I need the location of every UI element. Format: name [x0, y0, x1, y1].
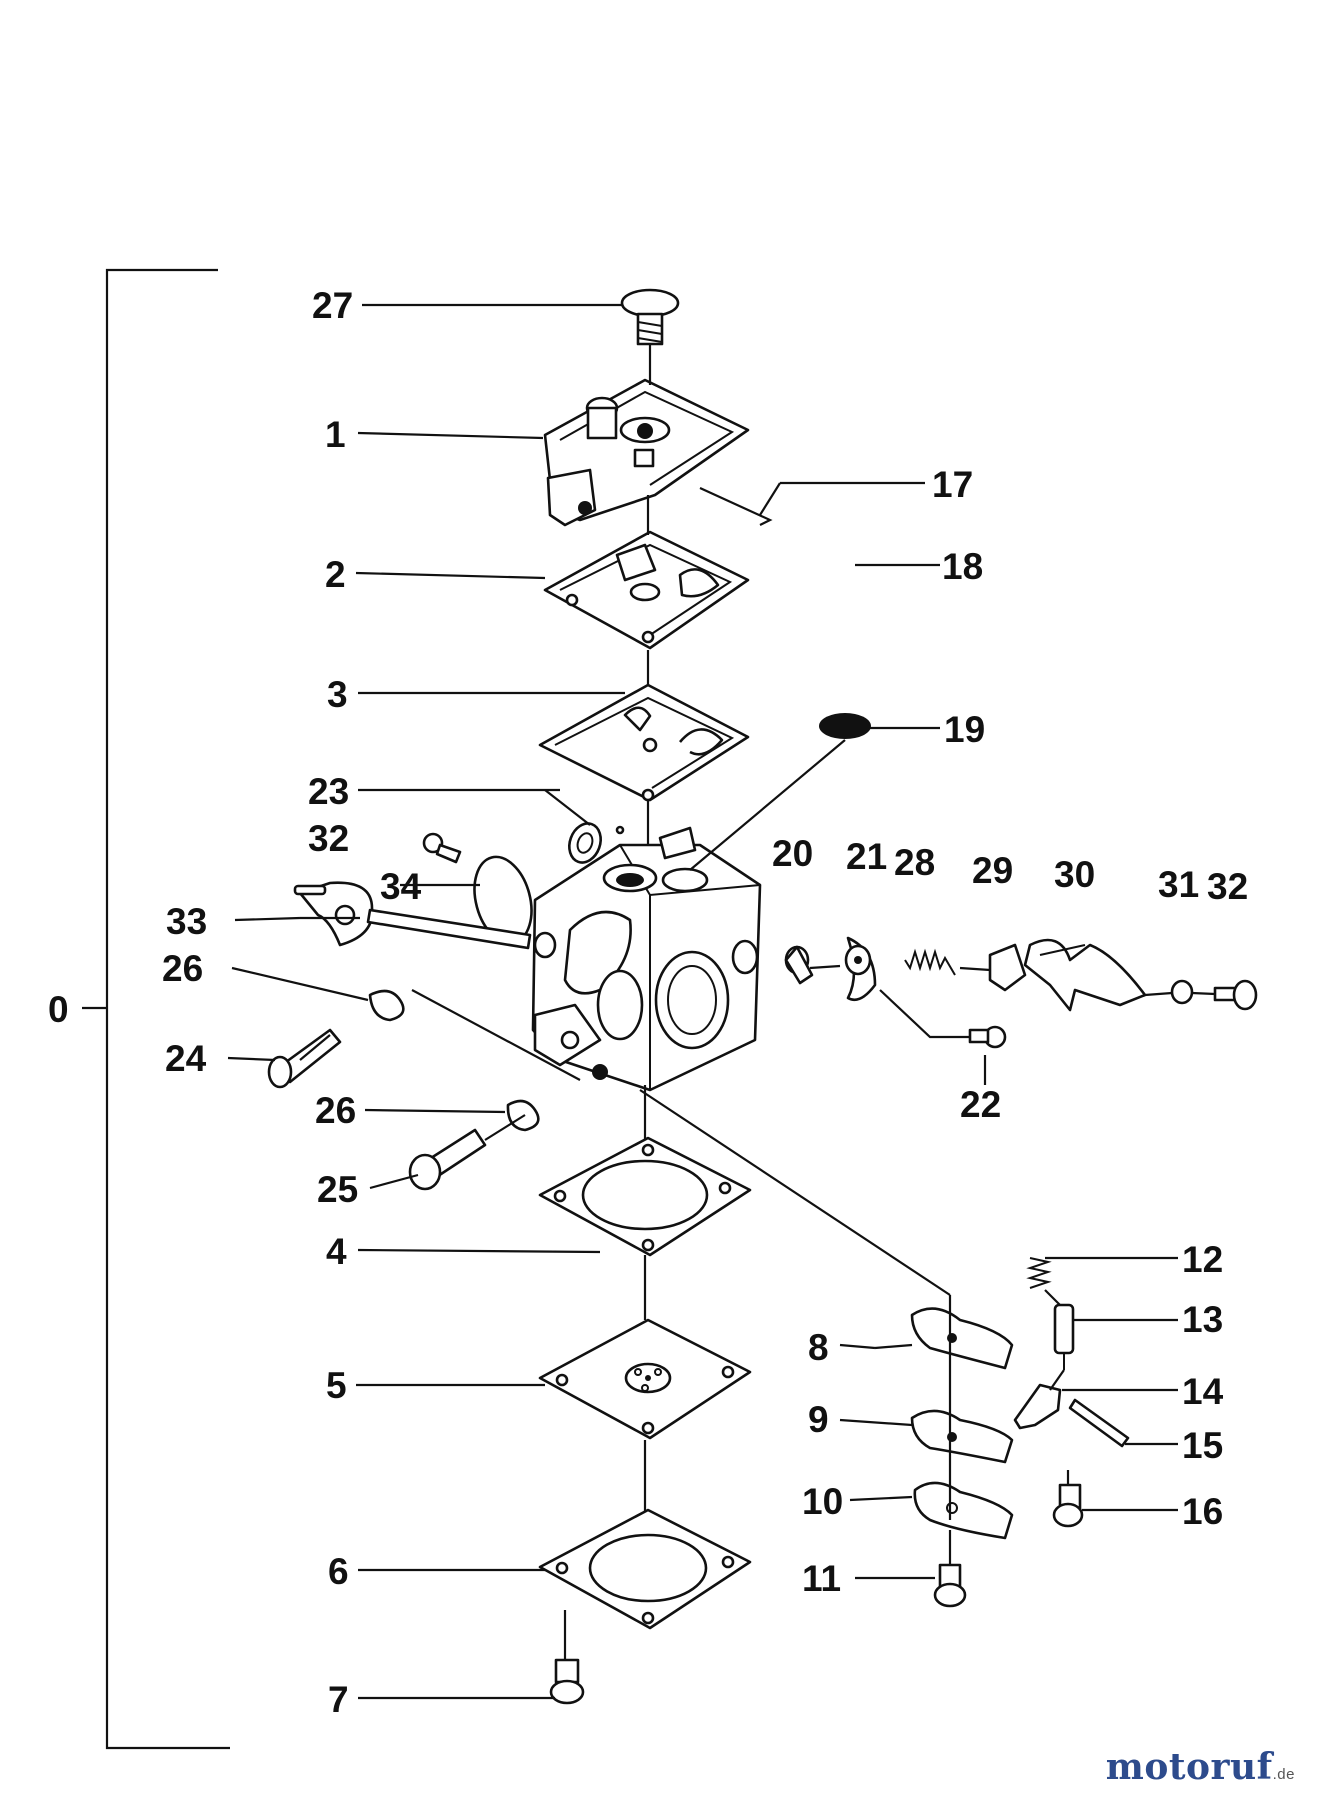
part-31-washer — [1170, 979, 1194, 1005]
label-21: 21 — [846, 836, 887, 877]
label-5: 5 — [326, 1365, 347, 1406]
part-22-screw — [968, 1025, 1007, 1049]
part-labels: 0 27 1 2 3 23 32 34 33 26 24 26 25 4 5 6… — [48, 285, 1248, 1720]
label-34: 34 — [380, 866, 422, 907]
label-6: 6 — [328, 1551, 349, 1592]
label-23: 23 — [308, 771, 349, 812]
carburetor-body — [531, 825, 762, 1092]
label-18: 18 — [942, 546, 983, 587]
label-28: 28 — [894, 842, 935, 883]
part-10-plate — [913, 1481, 1014, 1540]
label-0: 0 — [48, 989, 69, 1030]
part-28-spring — [904, 948, 956, 976]
part-6-cover — [538, 1508, 752, 1630]
part-16-screw — [1052, 1483, 1084, 1528]
part-21-choke-lever — [844, 936, 877, 1002]
part-8-plate — [910, 1307, 1014, 1370]
label-33: 33 — [166, 901, 207, 942]
part-9-plate — [910, 1409, 1014, 1464]
watermark-tld: .de — [1272, 1766, 1295, 1783]
label-8: 8 — [808, 1327, 829, 1368]
label-7: 7 — [328, 1679, 349, 1720]
label-19: 19 — [944, 709, 985, 750]
label-3: 3 — [327, 674, 348, 715]
label-32-right: 32 — [1207, 866, 1248, 907]
label-29: 29 — [972, 850, 1013, 891]
part-27-primer-cap — [620, 288, 680, 346]
label-25: 25 — [317, 1169, 358, 1210]
part-3-plate — [538, 683, 750, 802]
label-26-upper: 26 — [162, 948, 203, 989]
label-17: 17 — [932, 464, 973, 505]
label-22: 22 — [960, 1084, 1001, 1125]
part-19-screen — [819, 713, 871, 739]
label-13: 13 — [1182, 1299, 1223, 1340]
watermark-brand: motoruf — [1105, 1746, 1273, 1788]
label-27: 27 — [312, 285, 353, 326]
label-15: 15 — [1182, 1425, 1223, 1466]
part-13-needle — [1053, 1303, 1075, 1370]
assembly-lines — [299, 345, 1216, 1660]
part-25-adjust-screw — [408, 1128, 487, 1191]
part-15-pin — [1068, 1398, 1130, 1448]
leader-lines — [227, 303, 1178, 1700]
part-26-spring-upper — [368, 989, 405, 1022]
label-16: 16 — [1182, 1491, 1223, 1532]
part-30-lever — [1023, 938, 1147, 1012]
watermark-logo: motoruf.de — [1106, 1746, 1295, 1788]
part-32-screw-right — [1213, 979, 1258, 1011]
label-12: 12 — [1182, 1239, 1223, 1280]
part-14-lever — [1013, 1383, 1062, 1430]
label-10: 10 — [802, 1481, 843, 1522]
label-20: 20 — [772, 833, 813, 874]
label-2: 2 — [325, 554, 346, 595]
part-23-clip — [568, 822, 602, 864]
label-32-left: 32 — [308, 818, 349, 859]
label-1: 1 — [325, 414, 346, 455]
label-14: 14 — [1182, 1371, 1224, 1412]
label-24: 24 — [165, 1038, 207, 1079]
label-26-lower: 26 — [315, 1090, 356, 1131]
assembly-bracket — [82, 268, 230, 1750]
part-4-gasket — [538, 1136, 752, 1257]
part-20-bushing — [784, 945, 814, 985]
part-12-spring — [1026, 1257, 1052, 1289]
part-32-screw-left — [422, 832, 462, 864]
part-24-idle-screw — [267, 1028, 342, 1089]
label-11: 11 — [802, 1558, 841, 1599]
part-5-diaphragm — [538, 1318, 752, 1440]
label-4: 4 — [326, 1231, 347, 1272]
label-9: 9 — [808, 1399, 829, 1440]
part-33-throttle-shaft — [293, 881, 532, 950]
part-2-gasket — [543, 530, 750, 650]
part-1-cover — [543, 378, 750, 527]
parts — [267, 288, 1258, 1705]
label-30: 30 — [1054, 854, 1095, 895]
part-29-clip — [988, 943, 1027, 992]
part-11-screw — [933, 1563, 967, 1608]
label-31: 31 — [1158, 864, 1199, 905]
part-7-screw — [549, 1658, 585, 1705]
